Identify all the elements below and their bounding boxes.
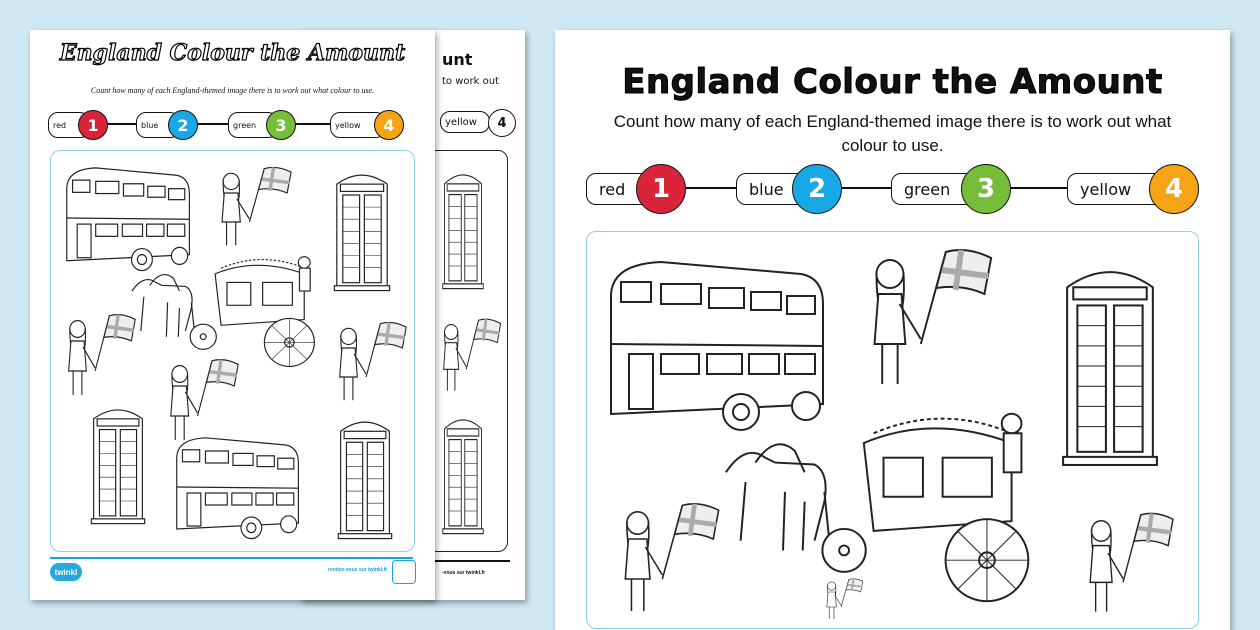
key-red: red 1 bbox=[586, 164, 686, 214]
back-footer-link: -vous sur twinkl.fr bbox=[442, 570, 486, 576]
back-key-yellow: yellow bbox=[440, 111, 490, 133]
image-box bbox=[586, 231, 1199, 629]
badge-icon bbox=[392, 560, 416, 584]
girl-with-flag-image bbox=[601, 499, 736, 619]
key-label: yellow bbox=[1080, 179, 1132, 199]
key-number: 1 bbox=[636, 164, 686, 214]
key-number: 1 bbox=[78, 110, 108, 140]
phone-box-image bbox=[336, 413, 394, 541]
key-green: green 3 bbox=[228, 110, 296, 140]
key-label: red bbox=[53, 120, 67, 130]
key-red: red 1 bbox=[48, 110, 108, 140]
key-label: blue bbox=[749, 179, 784, 199]
back-key-number: 4 bbox=[488, 109, 516, 137]
girl-with-flag-image bbox=[781, 577, 906, 622]
back-footer-line bbox=[420, 560, 510, 562]
phone-box-image bbox=[89, 401, 147, 526]
key-label: red bbox=[599, 179, 626, 199]
footer-line bbox=[50, 557, 413, 559]
twinkl-logo: twinkl bbox=[50, 563, 82, 581]
girl-with-flag-image bbox=[437, 316, 503, 396]
key-number: 2 bbox=[168, 110, 198, 140]
key-number: 4 bbox=[374, 110, 404, 140]
footer-link[interactable]: rendez-vous sur twinkl.fr bbox=[328, 567, 388, 573]
worksheet-title: England Colour the Amount bbox=[59, 39, 406, 66]
phone-box-image bbox=[441, 166, 485, 291]
girl-with-flag-image bbox=[1066, 509, 1191, 619]
key-label: yellow bbox=[335, 120, 361, 130]
key-blue: blue 2 bbox=[736, 164, 842, 214]
key-number: 3 bbox=[961, 164, 1011, 214]
back-title-fragment: unt bbox=[442, 50, 473, 69]
key-label: blue bbox=[141, 120, 159, 130]
worksheet-instruction: Count how many of each England-themed im… bbox=[90, 86, 375, 95]
phone-box-image bbox=[332, 166, 392, 293]
key-number: 3 bbox=[266, 110, 296, 140]
key-yellow: yellow 4 bbox=[330, 110, 404, 140]
girl-with-flag-image bbox=[61, 311, 138, 401]
girl-with-flag-image bbox=[214, 164, 294, 251]
royal-carriage-image bbox=[126, 251, 328, 371]
phone-box-image bbox=[441, 411, 485, 536]
back-instruction-fragment: to work out bbox=[442, 76, 499, 87]
image-box bbox=[50, 150, 415, 552]
worksheet-front-page-small: England Colour the Amount Count how many… bbox=[30, 30, 435, 600]
bus-image bbox=[171, 433, 303, 541]
key-yellow: yellow 4 bbox=[1067, 164, 1199, 214]
key-label: green bbox=[233, 120, 257, 130]
key-number: 2 bbox=[792, 164, 842, 214]
key-green: green 3 bbox=[891, 164, 1011, 214]
girl-with-flag-image bbox=[332, 319, 409, 406]
twinkl-logo-text: twinkl bbox=[54, 567, 78, 577]
key-number: 4 bbox=[1149, 164, 1199, 214]
girl-with-flag-image bbox=[861, 244, 996, 394]
worksheet-title: England Colour the Amount bbox=[622, 62, 1163, 103]
key-label: green bbox=[904, 179, 951, 199]
worksheet-front-page-large: England Colour the Amount Count how many… bbox=[555, 30, 1230, 630]
key-blue: blue 2 bbox=[136, 110, 198, 140]
back-key-label: yellow bbox=[445, 116, 477, 128]
worksheet-instruction: Count how many of each England-themed im… bbox=[613, 112, 1172, 155]
phone-box-image bbox=[1059, 257, 1161, 469]
